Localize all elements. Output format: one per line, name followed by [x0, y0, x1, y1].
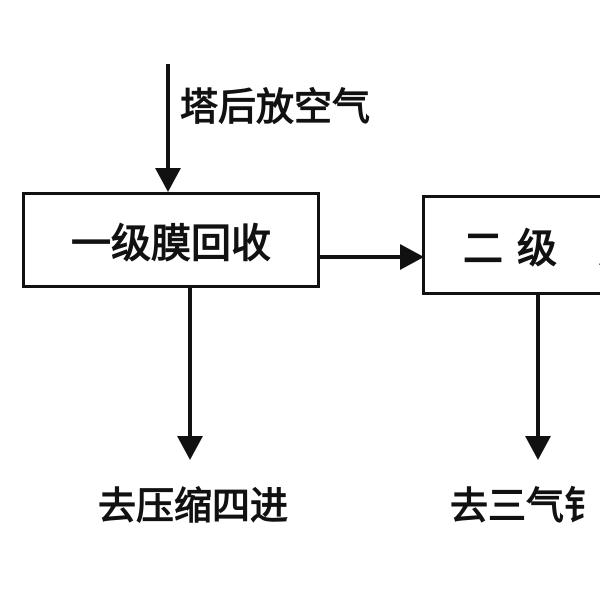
- stage2-membrane-label: 二级 膜: [463, 226, 600, 272]
- input-arrow-head: [155, 168, 181, 192]
- stage2-membrane-box: 二级 膜: [422, 195, 600, 295]
- output2-destination-label: 去三气钅: [450, 484, 600, 528]
- stage-link-arrow-head: [400, 244, 424, 270]
- output1-destination-label: 去压缩四进: [98, 484, 289, 528]
- output1-arrow-head: [177, 436, 203, 460]
- output2-arrow-head: [525, 436, 551, 460]
- input-stream-label: 塔后放空气: [180, 85, 371, 129]
- stage1-membrane-label: 一级膜回收: [71, 221, 271, 267]
- stage1-membrane-box: 一级膜回收: [22, 192, 320, 288]
